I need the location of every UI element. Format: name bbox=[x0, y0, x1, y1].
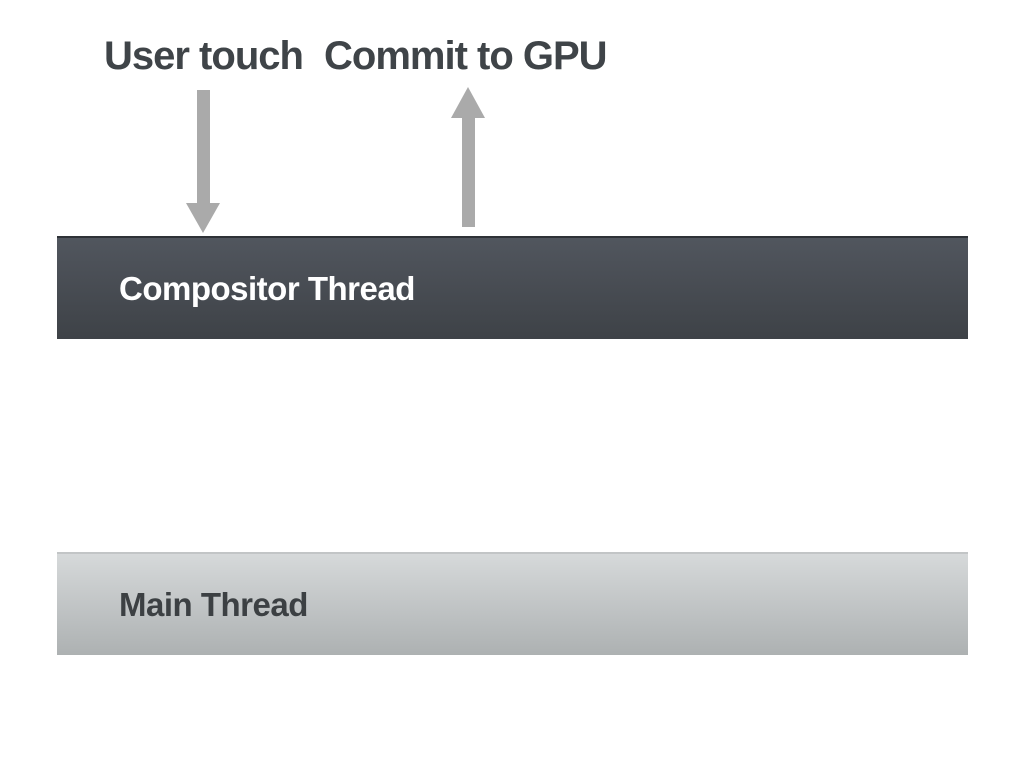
commit-to-gpu-label: Commit to GPU bbox=[324, 34, 608, 78]
main-thread-bar: Main Thread bbox=[57, 552, 968, 655]
commit-to-gpu-up-arrow-icon bbox=[451, 87, 485, 227]
arrow-shaft bbox=[196, 90, 210, 203]
arrow-head-up-icon bbox=[451, 87, 485, 118]
user-touch-label: User touch bbox=[104, 34, 304, 78]
compositor-thread-label: Compositor Thread bbox=[119, 270, 415, 307]
user-touch-down-arrow-icon bbox=[186, 90, 220, 233]
arrow-head-down-icon bbox=[186, 203, 220, 233]
compositor-thread-bar: Compositor Thread bbox=[57, 236, 968, 339]
arrow-shaft bbox=[461, 118, 475, 227]
main-thread-label: Main Thread bbox=[119, 586, 308, 623]
